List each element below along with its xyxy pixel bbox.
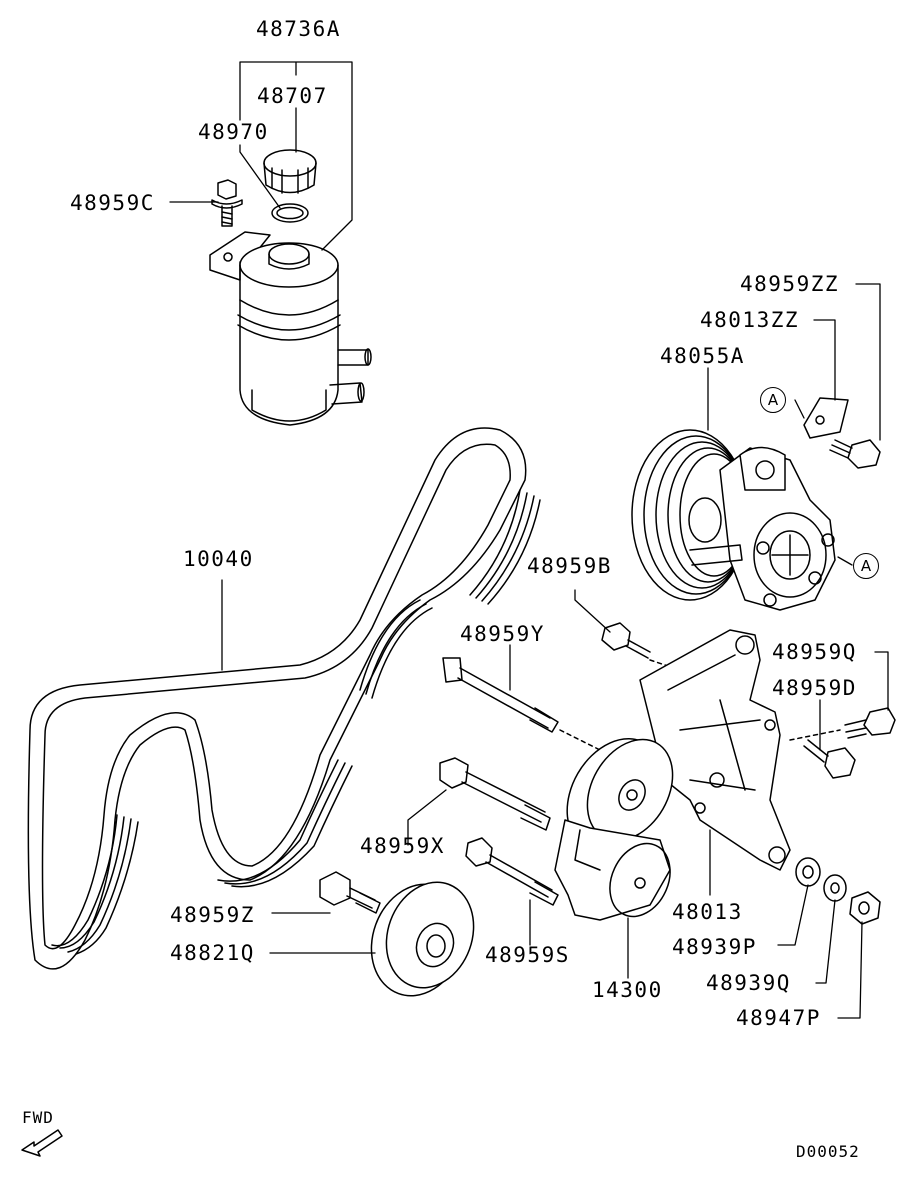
label-48959ZZ[interactable]: 48959ZZ [740, 272, 840, 296]
label-48959D[interactable]: 48959D [772, 676, 857, 700]
label-48970[interactable]: 48970 [198, 120, 269, 144]
tensioner-14300 [555, 820, 681, 926]
label-48959X[interactable]: 48959X [360, 834, 445, 858]
bolt-48959B [602, 623, 680, 670]
washer-48939Q [824, 875, 846, 901]
label-48707[interactable]: 48707 [257, 84, 328, 108]
label-10040[interactable]: 10040 [183, 547, 254, 571]
bolt-48959S [466, 838, 558, 905]
plate-48013ZZ [804, 398, 848, 438]
bolt-48959C [212, 180, 242, 226]
idler-pulley [356, 870, 488, 1009]
label-48055A[interactable]: 48055A [660, 344, 745, 368]
label-48736A[interactable]: 48736A [256, 17, 341, 41]
bolt-48959ZZ [830, 440, 880, 468]
label-48959Q[interactable]: 48959Q [772, 640, 857, 664]
label-48959Y[interactable]: 48959Y [460, 622, 545, 646]
washer-48939P [796, 858, 820, 886]
label-48939Q[interactable]: 48939Q [706, 971, 791, 995]
fwd-label: FWD [22, 1108, 54, 1127]
callout-a-pump: A [853, 553, 879, 579]
label-48821Q[interactable]: 48821Q [170, 941, 255, 965]
label-48959C[interactable]: 48959C [70, 191, 155, 215]
callout-a-plate: A [760, 387, 786, 413]
label-48013ZZ[interactable]: 48013ZZ [700, 308, 800, 332]
label-48959Z[interactable]: 48959Z [170, 903, 255, 927]
fwd-arrow-icon [22, 1130, 62, 1156]
nut-48947P [850, 892, 880, 924]
reservoir-tank [210, 232, 371, 425]
bracket-48013 [640, 630, 790, 870]
reservoir-cap [264, 150, 316, 193]
label-48939P[interactable]: 48939P [672, 935, 757, 959]
bolt-48959Q [790, 708, 895, 740]
o-ring [272, 204, 308, 222]
label-48013[interactable]: 48013 [672, 900, 743, 924]
label-14300[interactable]: 14300 [592, 978, 663, 1002]
label-48959S[interactable]: 48959S [485, 943, 570, 967]
bolt-48959Z [320, 872, 380, 913]
tensioner-pulley [548, 722, 690, 869]
power-steering-pump [632, 430, 835, 610]
leader-lines [170, 62, 888, 1018]
bolt-48959X [440, 758, 550, 830]
diagram-id: D00052 [796, 1142, 860, 1161]
bolt-48959D [804, 740, 855, 778]
label-48959B[interactable]: 48959B [527, 554, 612, 578]
bolt-48959Y [443, 658, 600, 750]
drive-belt [28, 428, 540, 969]
label-48947P[interactable]: 48947P [736, 1006, 821, 1030]
